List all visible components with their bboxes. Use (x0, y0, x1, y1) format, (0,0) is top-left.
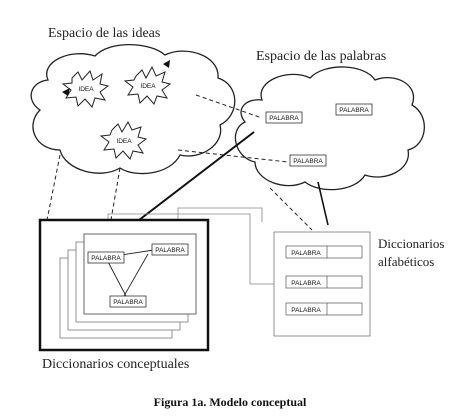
idea-label: IDEA (78, 86, 94, 93)
dashed-connector (45, 154, 61, 226)
word-label: PALABRA (291, 250, 321, 257)
word-label: PALABRA (113, 299, 143, 306)
arrow-marker-icon (62, 88, 70, 96)
idea-node-1: IDEA (61, 70, 110, 108)
alphabetic-dictionaries-label-1: Diccionarios (378, 236, 444, 251)
word-label: PALABRA (291, 280, 321, 287)
dashed-connector (195, 94, 263, 119)
ideas-cloud (30, 43, 236, 175)
words-space-title: Espacio de las palabras (256, 49, 386, 64)
words-cloud (234, 66, 425, 191)
figure-caption: Figura 1a. Modelo conceptual (154, 395, 307, 409)
idea-label: IDEA (116, 138, 132, 145)
ideas-space-title: Espacio de las ideas (48, 26, 160, 41)
word-node-cloud-1: PALABRA (265, 111, 303, 124)
dashed-connector (177, 149, 289, 163)
word-label: PALABRA (91, 255, 121, 262)
word-label: PALABRA (291, 307, 321, 314)
idea-node-3: IDEA (99, 120, 148, 160)
word-node-cloud-2: PALABRA (335, 103, 373, 116)
alphabetic-dictionaries-label-2: alfabéticos (378, 254, 434, 269)
idea-node-2: IDEA (123, 65, 172, 105)
word-label: PALABRA (155, 247, 185, 254)
word-label: PALABRA (339, 107, 369, 114)
word-node-cloud-3: PALABRA (289, 154, 327, 167)
conceptual-dictionaries-label: Diccionarios conceptuales (42, 357, 189, 372)
alphabetic-dictionaries-box: PALABRA PALABRA PALABRA (273, 231, 371, 337)
solid-connector (317, 181, 329, 226)
arrow-marker-icon (163, 60, 170, 68)
word-label: PALABRA (293, 158, 323, 165)
word-label: PALABRA (269, 115, 299, 122)
idea-label: IDEA (140, 83, 156, 90)
dashed-connector (269, 187, 313, 231)
conceptual-dictionaries-box: PALABRA PALABRA PALABRA (38, 218, 210, 352)
